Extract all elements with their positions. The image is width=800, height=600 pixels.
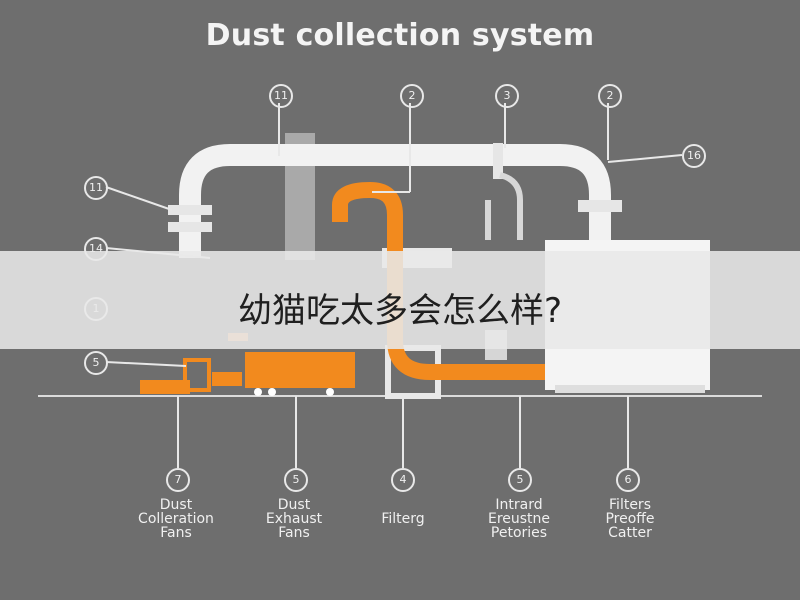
label-line: Intrard <box>495 497 543 513</box>
label-line: Filterg <box>381 511 425 527</box>
label-line: Dust <box>159 497 193 513</box>
callout-top-4: 2 <box>598 84 622 108</box>
fan-base <box>140 380 190 394</box>
leader-line <box>105 186 173 211</box>
duct-flange <box>578 200 622 212</box>
label-line: Dust <box>277 497 311 513</box>
callout-top-2: 2 <box>400 84 424 108</box>
label-line: Catter <box>608 525 652 541</box>
banner-overlay <box>0 251 800 349</box>
bottom-label-dust-exhaust-fans: Dust Exhaust Fans <box>229 498 359 540</box>
leader-line <box>607 154 683 163</box>
orange-pipe-end <box>505 364 545 380</box>
label-line: Exhaust <box>265 511 323 527</box>
bottom-label-filters: Filters Preoffe Catter <box>565 498 695 540</box>
bottom-label-filterg: Filterg <box>338 512 468 526</box>
orange-pipe <box>332 181 540 380</box>
callout-top-3: 3 <box>495 84 519 108</box>
callout-top-1: 11 <box>269 84 293 108</box>
fan-wheel <box>254 388 262 396</box>
callout-bottom-1: 7 <box>166 468 190 492</box>
label-line: Fans <box>278 525 310 541</box>
filter-box-base <box>555 385 705 393</box>
bottom-label-intrard: Intrard Ereustne Petories <box>454 498 584 540</box>
callout-bottom-4: 5 <box>508 468 532 492</box>
fan-motor <box>183 358 211 392</box>
duct-flange <box>168 205 212 215</box>
duct-flange <box>168 222 212 232</box>
callout-bottom-5: 6 <box>616 468 640 492</box>
callout-left-1: 11 <box>84 176 108 200</box>
label-line: Ereustne <box>487 511 551 527</box>
bottom-label-dust-colleration-fans: Dust Colleration Fans <box>111 498 241 540</box>
main-duct <box>179 144 611 258</box>
diagram-title: Dust collection system <box>205 18 595 53</box>
callout-bottom-2: 5 <box>284 468 308 492</box>
label-line: Filters <box>609 497 651 513</box>
fan-wheel <box>326 388 334 396</box>
leader-line <box>105 361 187 367</box>
callout-bottom-3: 4 <box>391 468 415 492</box>
label-line: Fans <box>160 525 192 541</box>
label-line: Preoffe <box>605 511 655 527</box>
duct-flange <box>493 143 503 179</box>
callout-left-4: 5 <box>84 351 108 375</box>
branch-pipe <box>499 172 523 240</box>
banner-text: 幼猫吃太多会怎么样? <box>237 291 563 331</box>
fan-wheel <box>268 388 276 396</box>
exhaust-fan <box>245 352 355 388</box>
label-line: Colleration <box>138 511 214 527</box>
label-line: Petories <box>490 525 548 541</box>
fan-coupling <box>212 372 242 386</box>
callout-right: 16 <box>682 144 706 168</box>
